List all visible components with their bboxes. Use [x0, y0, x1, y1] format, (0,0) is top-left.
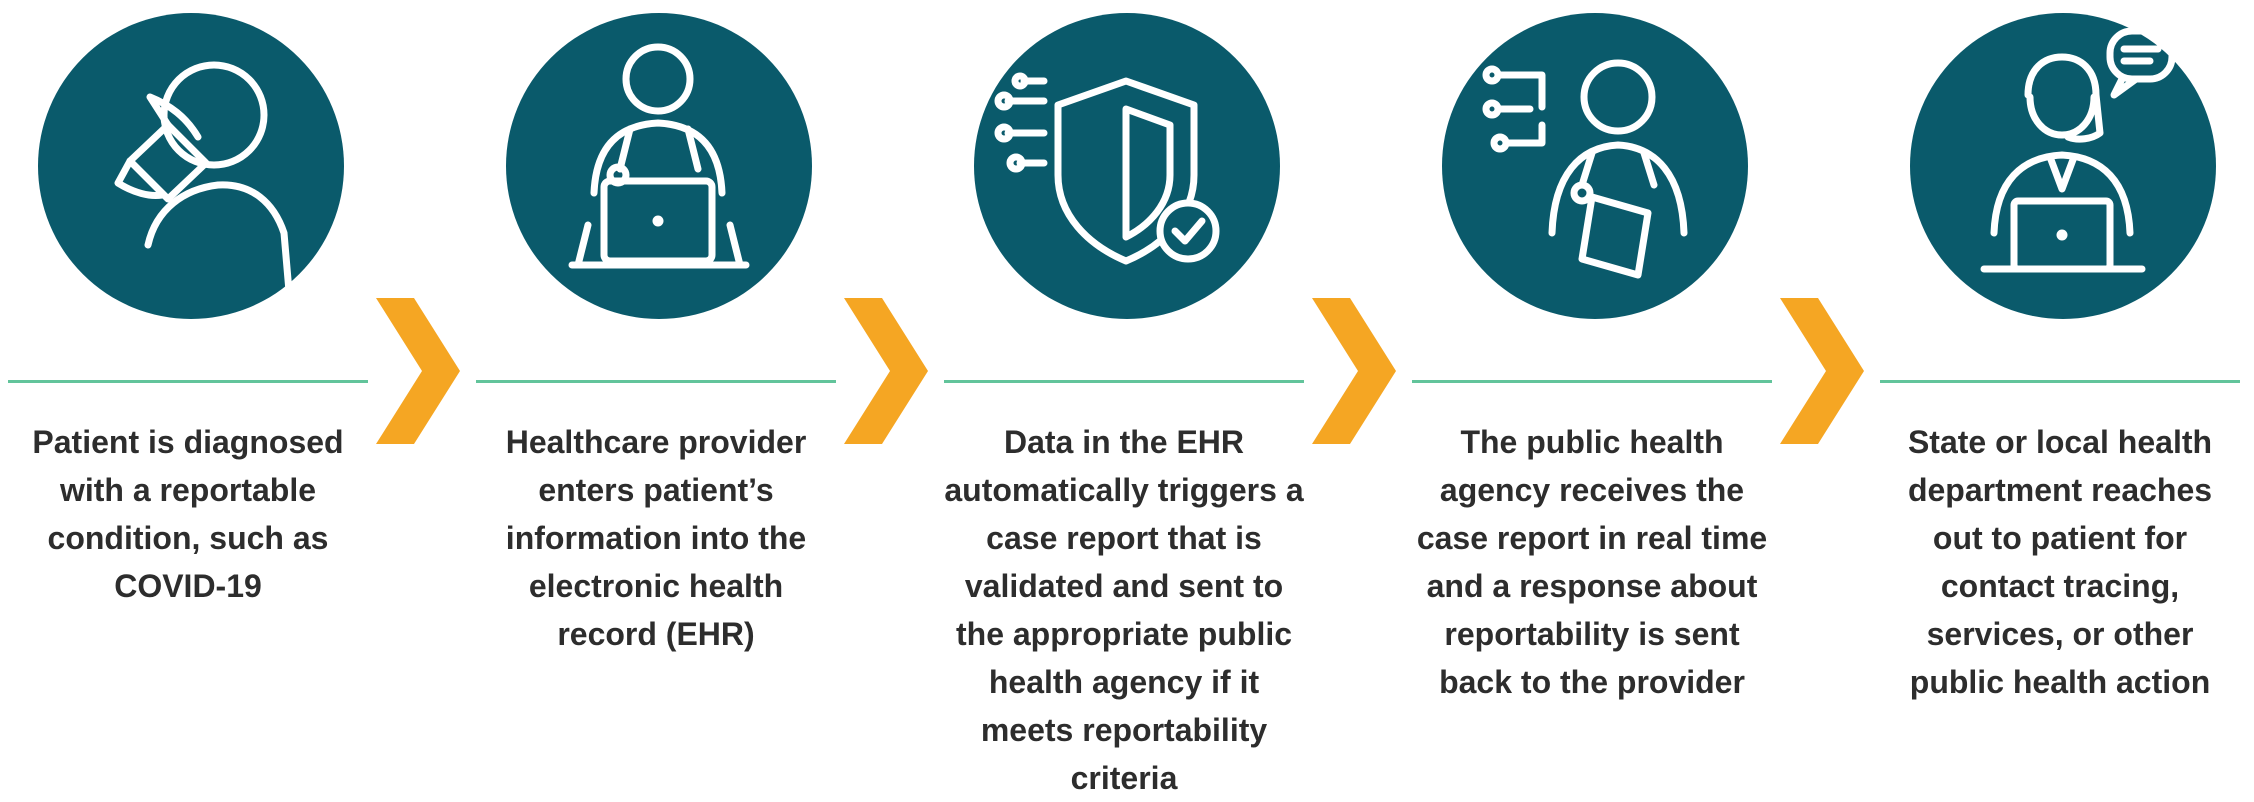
step-caption: State or local health department reaches… [1907, 424, 2213, 700]
doctor-with-tablet-icon [1442, 13, 1748, 319]
step-3: Data in the EHR automatically triggers a… [944, 0, 1304, 796]
step-caption: Data in the EHR automatically triggers a… [944, 424, 1304, 796]
step-5: State or local health department reaches… [1880, 0, 2240, 758]
health-worker-chat-icon [1910, 13, 2216, 319]
step-1: Patient is diagnosed with a reportable c… [8, 0, 368, 758]
chevron-right-icon [1780, 298, 1864, 444]
step-4: The public health agency receives the ca… [1412, 0, 1772, 758]
patient-coughing-icon [38, 13, 344, 319]
step-caption: Healthcare provider enters patient’s inf… [505, 424, 807, 652]
chevron-right-icon [1312, 298, 1396, 444]
step-2: Healthcare provider enters patient’s inf… [476, 0, 836, 758]
divider-line [944, 380, 1304, 383]
divider-line [476, 380, 836, 383]
divider-line [1412, 380, 1772, 383]
chevron-right-icon [844, 298, 928, 444]
step-caption: Patient is diagnosed with a reportable c… [32, 424, 344, 604]
divider-line [8, 380, 368, 383]
divider-line [1880, 380, 2240, 383]
chevron-right-icon [376, 298, 460, 444]
shield-check-circuit-icon [974, 13, 1280, 319]
step-caption: The public health agency receives the ca… [1416, 424, 1768, 700]
provider-at-laptop-icon [506, 13, 812, 319]
